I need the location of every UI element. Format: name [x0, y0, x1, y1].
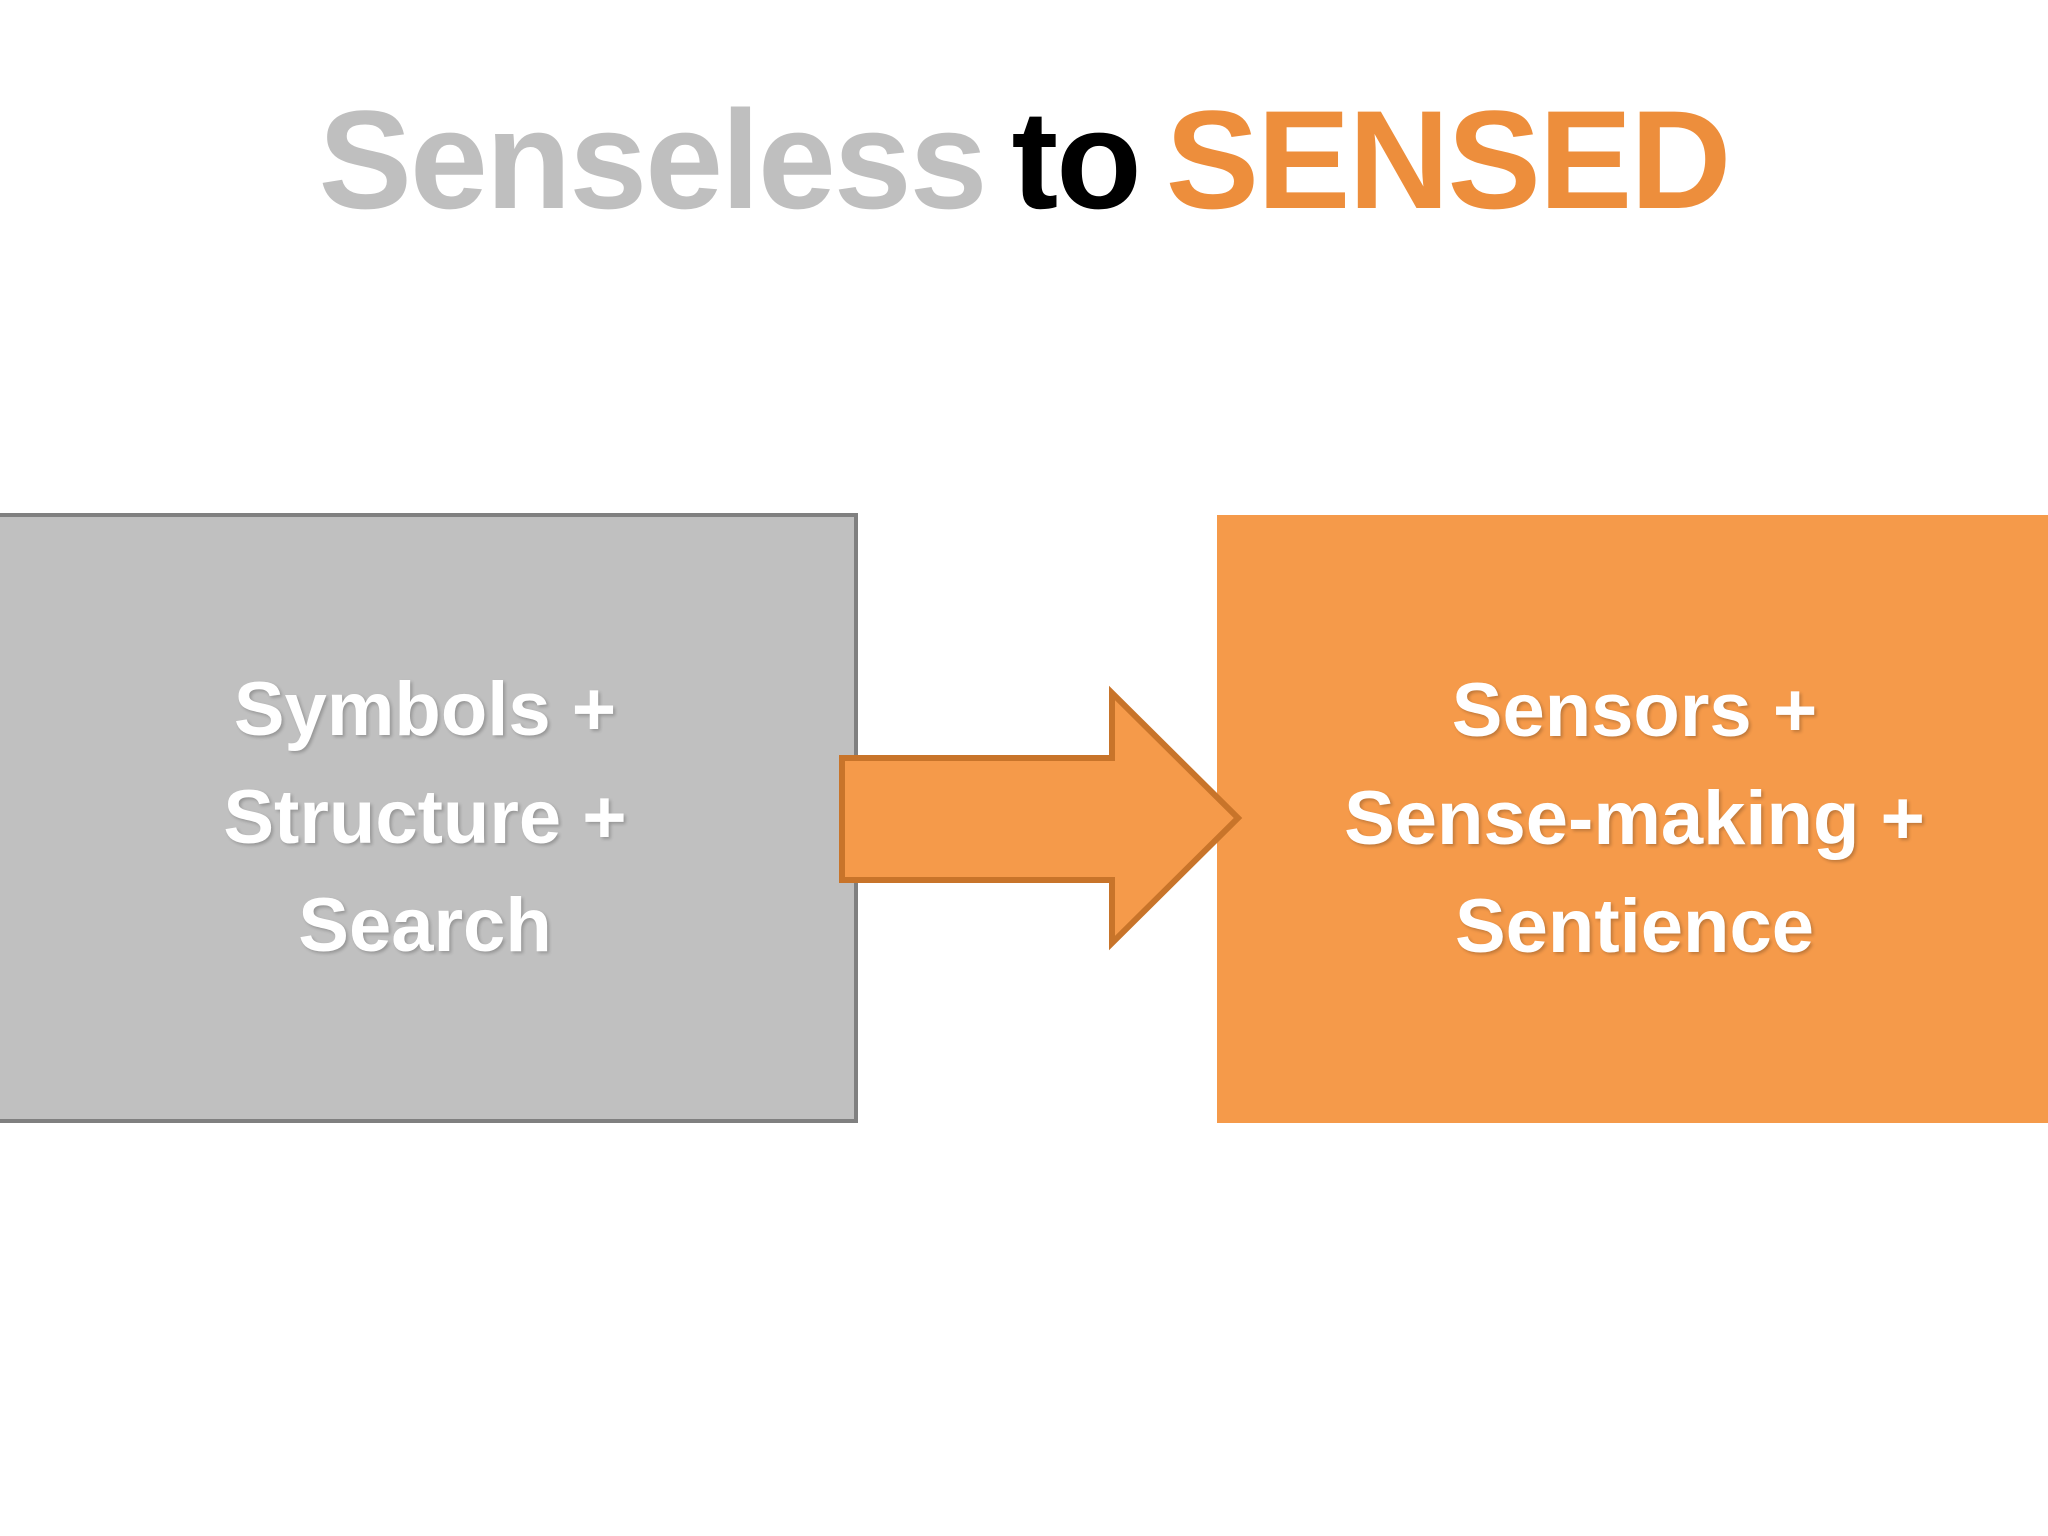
- left-box-line-1: Symbols +: [233, 667, 617, 753]
- title-segment-sensed: SENSED: [1165, 81, 1732, 238]
- left-box-line-2: Structure +: [223, 775, 627, 861]
- title-segment-to: to: [1011, 81, 1142, 238]
- title-segment-senseless: Senseless: [318, 81, 988, 238]
- arrow-shape: [839, 685, 1243, 951]
- right-arrow-icon: [839, 685, 1243, 951]
- diagram-left-box[interactable]: Symbols + Structure + Search: [0, 513, 858, 1123]
- left-box-line-3: Search: [298, 882, 552, 968]
- right-box-line-3: Sentience: [1454, 883, 1815, 969]
- diagram-right-box[interactable]: Sensors + Sense-making + Sentience: [1217, 515, 2048, 1123]
- right-box-line-2: Sense-making +: [1344, 776, 1925, 862]
- right-box-line-1: Sensors +: [1451, 668, 1818, 754]
